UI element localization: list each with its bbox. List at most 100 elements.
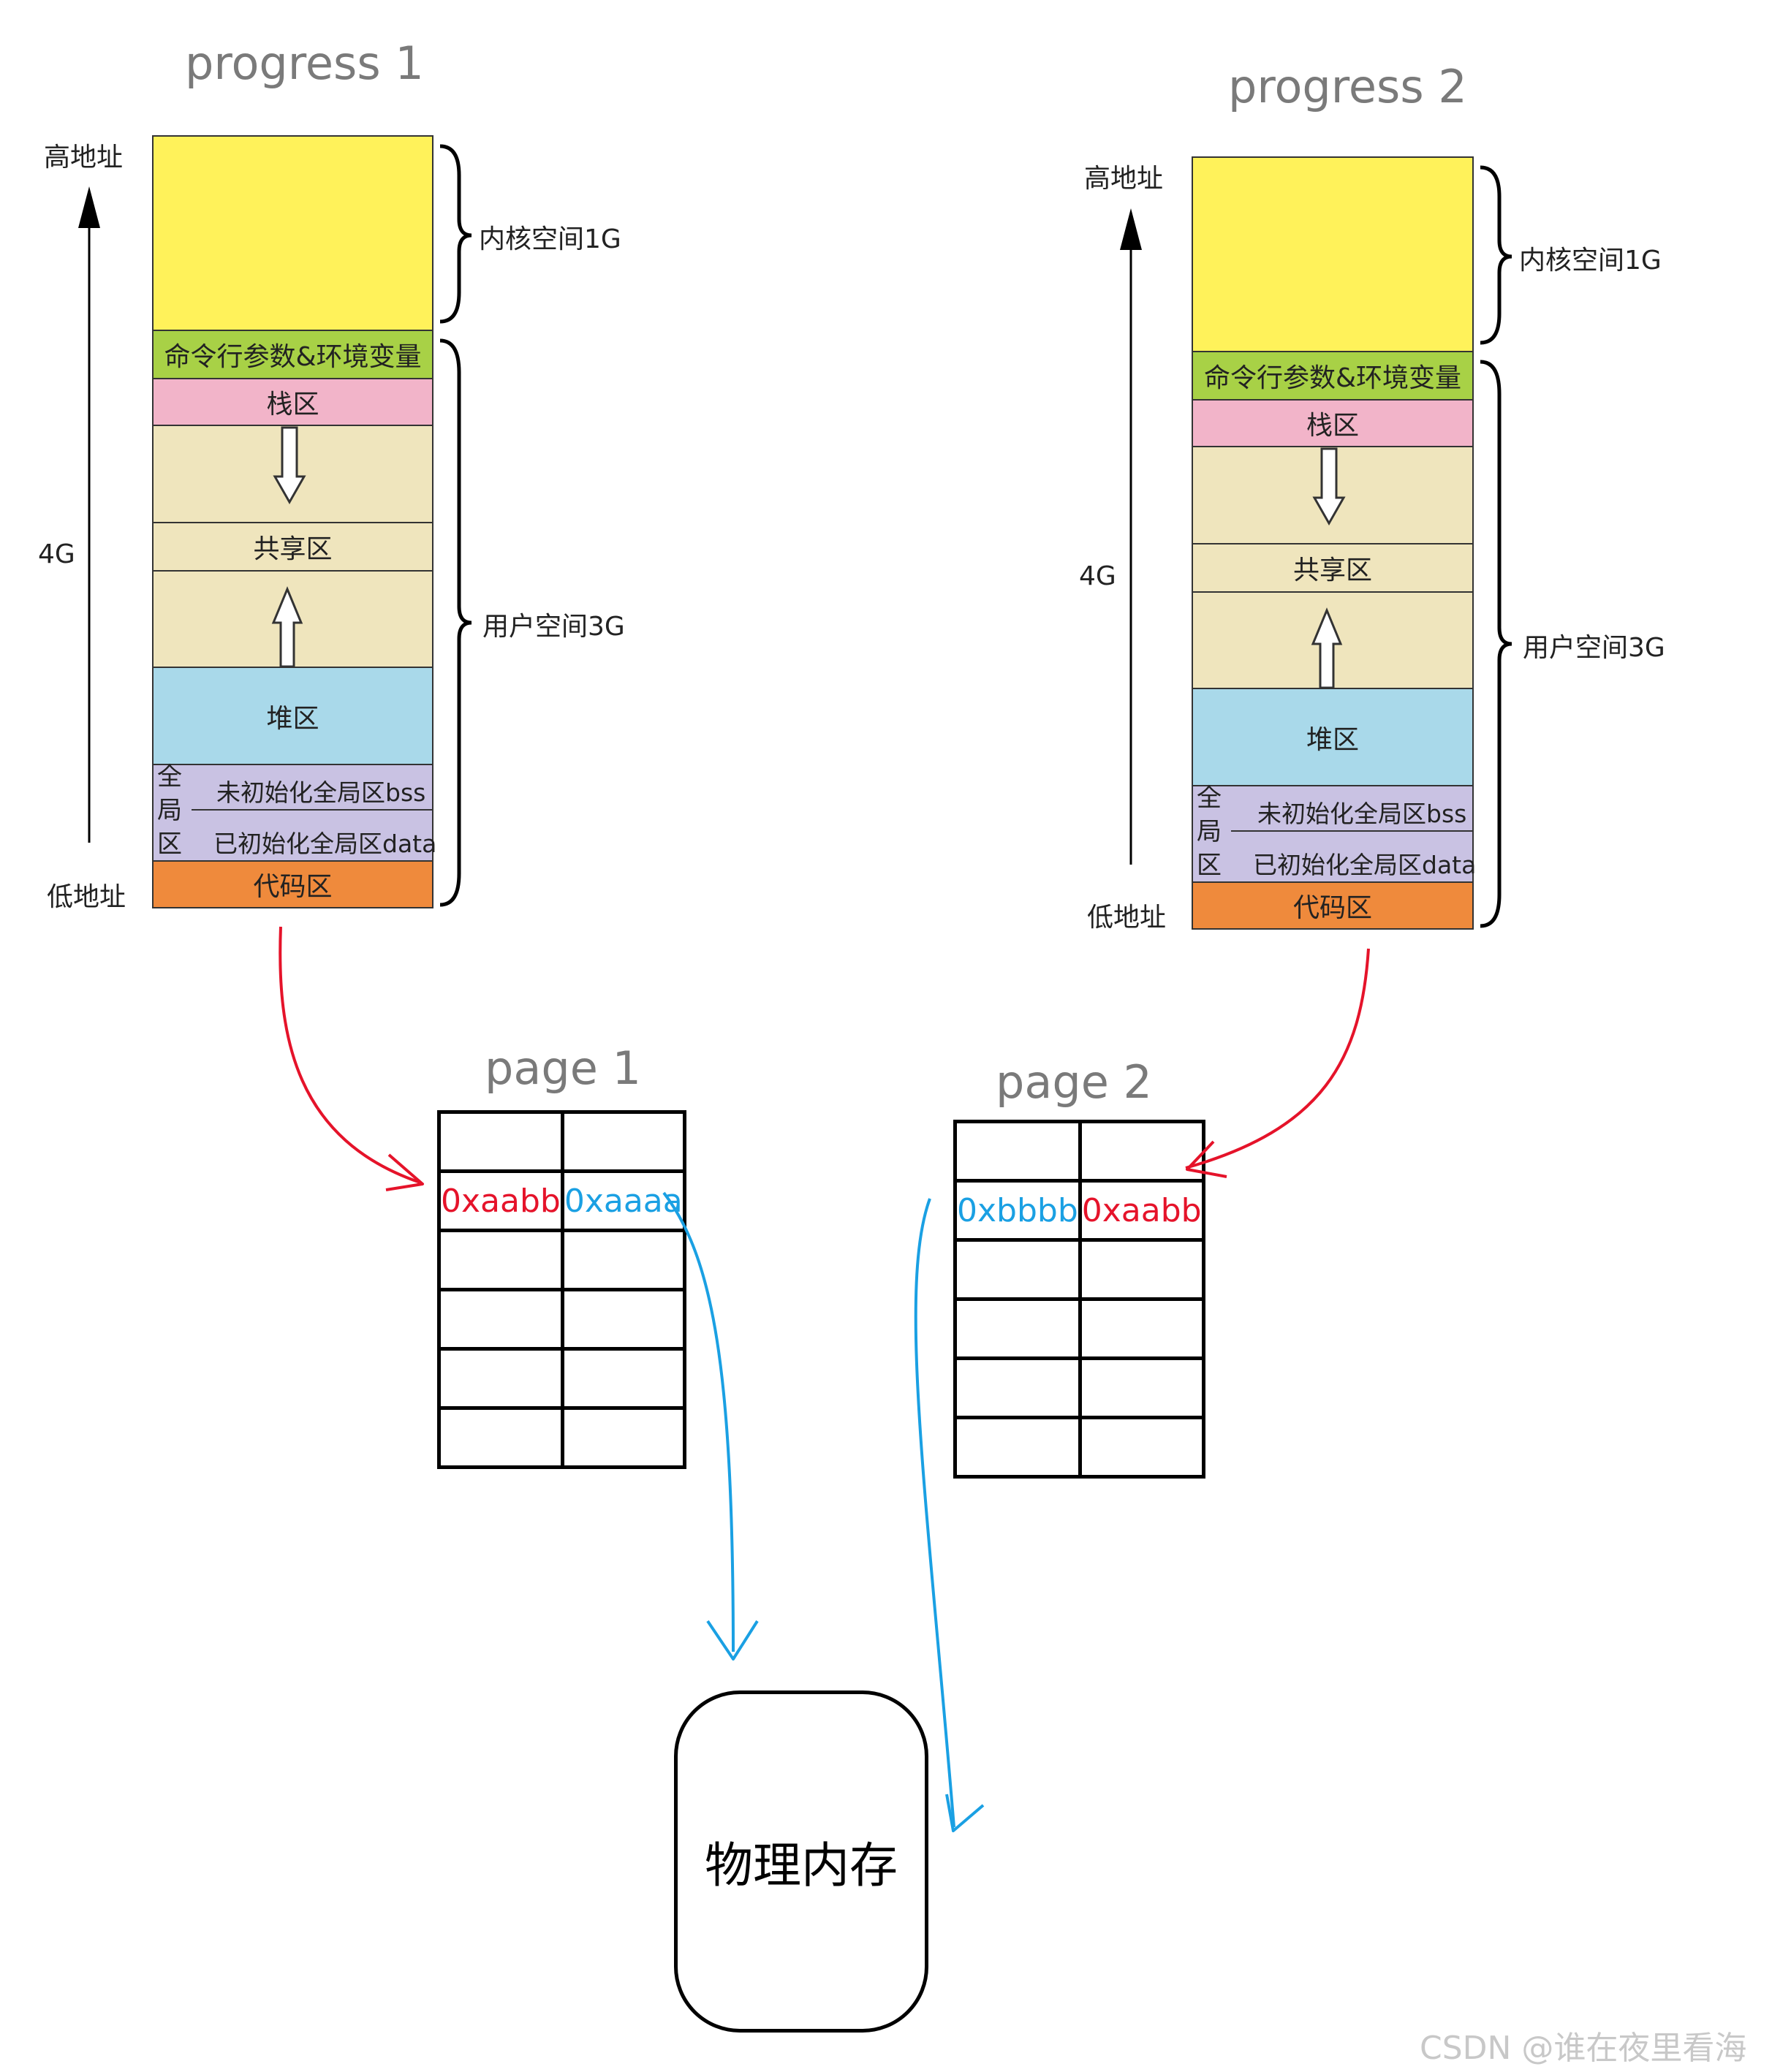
page-entry: 0xaabb bbox=[441, 1182, 561, 1220]
bss-label: 未初始化全局区bss bbox=[1257, 800, 1467, 828]
table-row: 0xaabb 0xaaaa bbox=[437, 1169, 686, 1232]
stack-segment-label: 栈区 bbox=[1306, 411, 1359, 441]
mapping-arrowhead-red bbox=[385, 1153, 424, 1191]
address-axis-arrowhead bbox=[78, 186, 100, 228]
watermark: CSDN @谁在夜里看海 bbox=[1420, 2030, 1747, 2067]
table-cell bbox=[953, 1356, 1082, 1419]
table-row bbox=[953, 1297, 1205, 1360]
mapping-arrow-red bbox=[1185, 948, 1370, 1169]
heap-growth-arrow bbox=[271, 586, 303, 668]
page-title: page 1 bbox=[485, 1041, 642, 1095]
stack-growth-arrow bbox=[1312, 447, 1346, 526]
stack-growth-arrow bbox=[273, 426, 306, 505]
page-entry: 0xaabb bbox=[1081, 1191, 1202, 1229]
data-label: 已初始化全局区data bbox=[213, 830, 437, 858]
table-cell bbox=[437, 1288, 564, 1351]
kernel-space-segment bbox=[152, 135, 433, 331]
env-segment-label: 命令行参数&环境变量 bbox=[164, 342, 422, 372]
high-address-label: 高地址 bbox=[44, 143, 124, 172]
page-entry: 0xaaaa bbox=[564, 1182, 683, 1220]
code-segment: 代码区 bbox=[1192, 881, 1474, 930]
global-side-label: 全 局 区 bbox=[1197, 781, 1222, 882]
kernel-brace-label: 内核空间1G bbox=[1519, 246, 1662, 276]
global-side-char: 区 bbox=[1197, 851, 1222, 880]
table-cell bbox=[560, 1347, 686, 1410]
stack-segment-label: 栈区 bbox=[266, 390, 319, 420]
table-row bbox=[437, 1347, 686, 1410]
table-cell bbox=[1078, 1297, 1205, 1360]
user-brace bbox=[439, 338, 472, 907]
table-cell bbox=[1078, 1356, 1205, 1419]
process-title: progress 1 bbox=[185, 37, 424, 90]
global-side-char: 局 bbox=[1197, 817, 1222, 846]
shared-segment-label: 共享区 bbox=[1292, 555, 1372, 585]
size-label: 4G bbox=[38, 539, 75, 569]
heap-segment-label: 堆区 bbox=[266, 703, 319, 734]
table-cell bbox=[437, 1406, 564, 1469]
data-label: 已初始化全局区data bbox=[1253, 851, 1477, 879]
global-side-char: 区 bbox=[157, 830, 182, 859]
code-segment-label: 代码区 bbox=[1292, 893, 1372, 923]
kernel-brace bbox=[439, 144, 472, 324]
process-title: progress 2 bbox=[1228, 60, 1467, 113]
heap-segment: 堆区 bbox=[152, 667, 433, 765]
user-brace bbox=[1480, 360, 1512, 928]
heap-segment-label: 堆区 bbox=[1306, 724, 1359, 755]
low-address-label: 低地址 bbox=[47, 882, 126, 912]
global-side-char: 局 bbox=[157, 796, 182, 825]
kernel-brace bbox=[1480, 165, 1512, 345]
table-cell bbox=[953, 1120, 1082, 1183]
size-label: 4G bbox=[1079, 561, 1116, 591]
kernel-brace-label: 内核空间1G bbox=[479, 224, 621, 254]
table-cell bbox=[560, 1406, 686, 1469]
code-segment-label: 代码区 bbox=[253, 872, 333, 902]
stack-segment: 栈区 bbox=[152, 378, 433, 426]
table-cell bbox=[1078, 1238, 1205, 1301]
table-cell bbox=[560, 1110, 686, 1173]
table-cell bbox=[1078, 1416, 1205, 1479]
shared-segment: 共享区 bbox=[152, 522, 433, 572]
stack-segment: 栈区 bbox=[1192, 399, 1474, 447]
table-cell: 0xaaaa bbox=[560, 1169, 686, 1232]
table-cell bbox=[953, 1297, 1082, 1360]
table-cell: 0xaabb bbox=[1078, 1179, 1205, 1242]
table-cell: 0xaabb bbox=[437, 1169, 564, 1232]
page-entry: 0xbbbb bbox=[957, 1191, 1078, 1229]
high-address-label: 高地址 bbox=[1084, 164, 1164, 194]
mapping-arrow-red bbox=[279, 926, 421, 1184]
shared-segment-label: 共享区 bbox=[253, 534, 333, 564]
table-row bbox=[953, 1416, 1205, 1479]
shared-segment: 共享区 bbox=[1192, 543, 1474, 593]
table-cell bbox=[953, 1416, 1082, 1479]
mapping-arrowhead-red bbox=[1186, 1140, 1227, 1178]
table-cell bbox=[560, 1229, 686, 1291]
table-row bbox=[437, 1110, 686, 1173]
physical-memory-label: 物理内存 bbox=[705, 1837, 898, 1894]
bss-label: 未初始化全局区bss bbox=[216, 778, 426, 807]
env-segment: 命令行参数&环境变量 bbox=[1192, 351, 1474, 401]
heap-growth-arrow bbox=[1311, 607, 1343, 689]
table-row bbox=[437, 1288, 686, 1351]
table-row bbox=[953, 1356, 1205, 1419]
address-axis-arrowhead bbox=[1120, 208, 1142, 250]
low-address-label: 低地址 bbox=[1087, 903, 1167, 933]
page-title: page 2 bbox=[996, 1055, 1153, 1109]
global-side-label: 全 局 区 bbox=[157, 760, 182, 861]
table-row bbox=[953, 1238, 1205, 1301]
global-side-char: 全 bbox=[157, 762, 182, 792]
mapping-arrowhead-blue bbox=[706, 1620, 759, 1661]
code-segment: 代码区 bbox=[152, 860, 433, 908]
user-brace-label: 用户空间3G bbox=[482, 612, 625, 642]
table-row: 0xbbbb 0xaabb bbox=[953, 1179, 1205, 1242]
table-cell bbox=[437, 1229, 564, 1291]
table-cell bbox=[437, 1347, 564, 1410]
mapping-arrowhead-blue bbox=[945, 1794, 985, 1832]
page-table-1: 0xaabb 0xaaaa bbox=[437, 1110, 686, 1469]
env-segment-label: 命令行参数&环境变量 bbox=[1203, 363, 1462, 393]
table-cell: 0xbbbb bbox=[953, 1179, 1082, 1242]
global-side-char: 全 bbox=[1197, 783, 1222, 813]
page-table-2: 0xbbbb 0xaabb bbox=[953, 1120, 1205, 1479]
mapping-arrow-blue bbox=[662, 1191, 735, 1652]
table-cell bbox=[560, 1288, 686, 1351]
table-cell bbox=[1078, 1120, 1205, 1183]
